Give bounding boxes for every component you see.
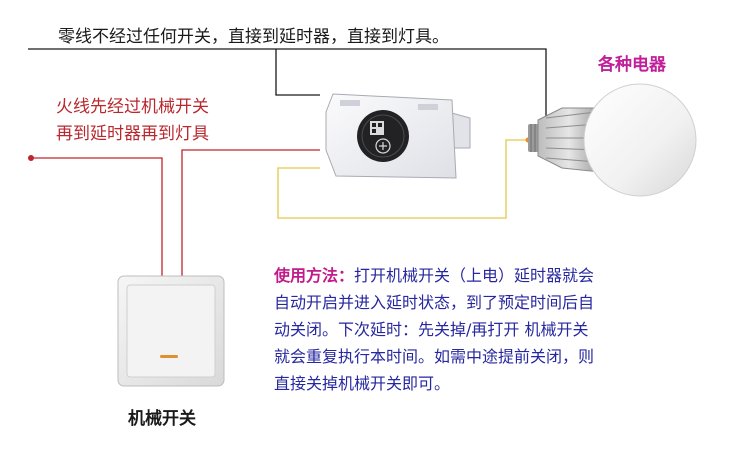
timer-module [325, 93, 471, 179]
live-wire [31, 149, 320, 280]
logo-icon [375, 138, 391, 154]
usage-line1-text: 打开机械开关（上电）延时器就会 [354, 266, 595, 285]
usage-line1: 使用方法：打开机械开关（上电）延时器就会 [274, 262, 714, 289]
usage-line5: 直接关掉机械开关即可。 [274, 374, 451, 393]
usage-line3: 动关闭。下次延时：先关掉/再打开 机械开关 [274, 320, 589, 339]
usage-heading: 使用方法： [274, 266, 355, 285]
load-wire [277, 139, 528, 219]
usage-line4: 就会重复执行本时间。如需中途提前关闭，则 [274, 347, 595, 366]
switch-label: 机械开关 [128, 409, 196, 429]
live-wire-label-line1: 火线先经过机械开关 [56, 97, 209, 117]
neutral-wire [28, 48, 547, 122]
live-wire-label-line2: 再到延时器再到灯具 [56, 124, 209, 144]
switch-indicator [160, 355, 178, 358]
usage-instructions: 使用方法：打开机械开关（上电）延时器就会 自动开启并进入延时状态，到了预定时间后… [274, 262, 714, 397]
usage-line2: 自动开启并进入延时状态，到了预定时间后自 [274, 293, 595, 312]
neutral-wire-label: 零线不经过任何开关，直接到延时器，直接到灯具。 [58, 27, 449, 47]
live-wire-start-dot [28, 155, 34, 161]
appliance-label: 各种电器 [598, 55, 666, 75]
led-bulb [528, 83, 697, 197]
timer-dial [357, 110, 409, 162]
wall-switch [117, 275, 225, 387]
live-wire-label: 火线先经过机械开关 再到延时器再到灯具 [56, 94, 209, 148]
